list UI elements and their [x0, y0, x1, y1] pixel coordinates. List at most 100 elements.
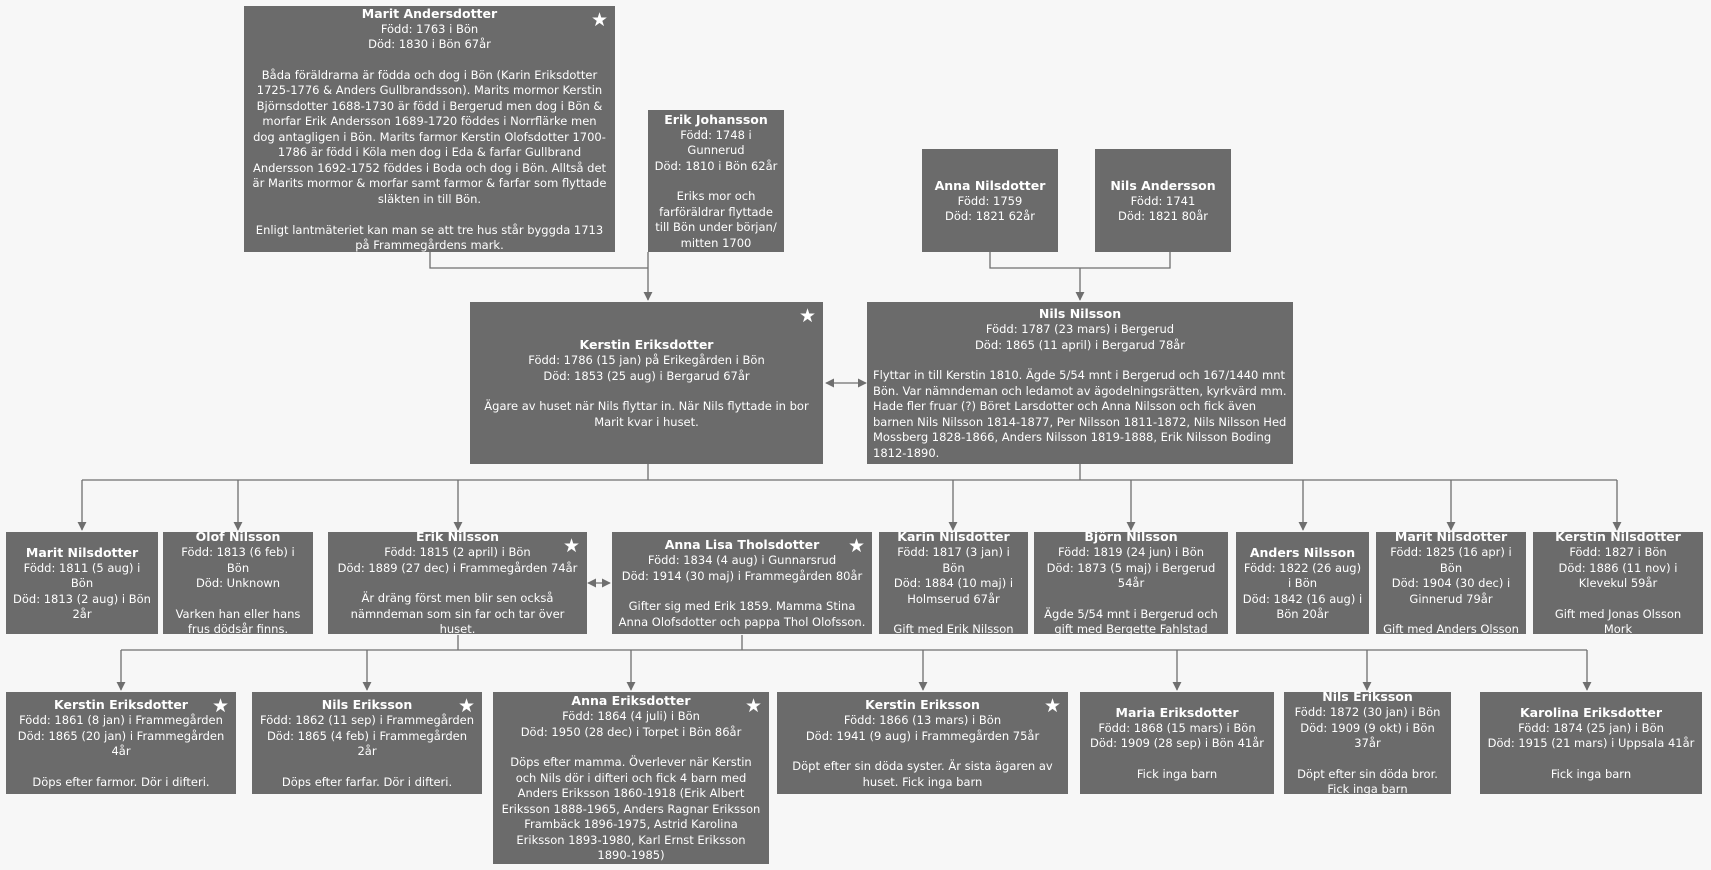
death-info: Död: 1886 (11 nov) i Klevekul 59år — [1558, 560, 1678, 591]
death-info: Död: 1909 (28 sep) i Bön 41år — [1089, 736, 1265, 751]
death-info: Död: 1915 (21 mars) i Uppsala 41år — [1487, 736, 1695, 751]
person-note: Varken han eller hans frus dödsår finns. — [175, 606, 301, 637]
death-info: Död: 1865 (11 april) i Bergarud 78år — [974, 337, 1186, 352]
star-icon: ★ — [562, 535, 580, 557]
person-note: Eriks mor och farföräldrar flyttade till… — [655, 189, 777, 250]
person-name: Kerstin Nilsdotter — [1555, 529, 1681, 545]
birth-info: Född: 1787 (23 mars) i Bergerud — [985, 322, 1175, 336]
person-note: Döpt efter sin döda syster. Är sista äga… — [792, 759, 1053, 789]
person-name: Björn Nilsson — [1084, 529, 1178, 545]
death-info: Död: 1865 (4 feb) i Frammegården 2år — [266, 728, 468, 759]
birth-info: Född: 1748 i Gunnerud — [680, 127, 752, 158]
birth-info: Född: 1825 (16 apr) i Bön — [1390, 545, 1512, 575]
death-info: Död: 1909 (9 okt) i Bön 37år — [1300, 720, 1435, 751]
birth-info: Född: 1861 (8 jan) i Frammegården — [19, 713, 223, 727]
person-card-karolina-eriksdotter[interactable]: Karolina Eriksdotter Född: 1874 (25 jan)… — [1480, 692, 1702, 794]
person-name: Nils Nilsson — [1038, 306, 1122, 321]
person-card-kerstin-eriksdotter-1861[interactable]: ★ Kerstin Eriksdotter Född: 1861 (8 jan)… — [6, 692, 236, 794]
person-card-kerstin-nilsdotter[interactable]: Kerstin Nilsdotter Född: 1827 i Bön Död:… — [1533, 529, 1703, 636]
birth-info: Född: 1815 (2 april) i Bön — [384, 545, 531, 560]
person-card-maria-eriksdotter[interactable]: Maria Eriksdotter Född: 1868 (15 mars) i… — [1080, 692, 1274, 794]
person-name: Karolina Eriksdotter — [1520, 704, 1662, 720]
birth-info: Född: 1819 (24 jun) i Bön — [1057, 545, 1205, 560]
person-card-anna-lisa-tholsdotter[interactable]: ★ Anna Lisa Tholsdotter Född: 1834 (4 au… — [612, 532, 872, 634]
person-card-nils-eriksson-1872[interactable]: Nils Eriksson Född: 1872 (30 jan) i Bön … — [1284, 689, 1451, 796]
person-name: Marit Nilsdotter — [25, 544, 139, 560]
person-name: Erik Johansson — [664, 111, 768, 127]
person-note: Ägare av huset när Nils flyttar in. När … — [484, 399, 809, 429]
person-card-nils-andersson[interactable]: Nils Andersson Född: 1741 Död: 1821 80år — [1095, 149, 1231, 252]
person-note: Gift med Anders Olsson — [1383, 622, 1519, 637]
person-card-marit-nilsdotter-1825[interactable]: Marit Nilsdotter Född: 1825 (16 apr) i B… — [1376, 529, 1526, 636]
person-name: Anna Lisa Tholsdotter — [664, 537, 820, 552]
birth-info: Född: 1872 (30 jan) i Bön — [1294, 705, 1441, 720]
death-info: Död: 1950 (28 dec) i Torpet i Bön 86år — [520, 724, 742, 739]
person-card-erik-johansson[interactable]: Erik Johansson Född: 1748 i Gunnerud Död… — [648, 110, 784, 252]
death-info: Död: 1810 i Bön 62år — [654, 158, 778, 173]
connector-kerstin-parents — [429, 252, 648, 300]
star-icon: ★ — [211, 695, 229, 717]
person-card-marit-andersdotter[interactable]: ★ Marit Andersdotter Född: 1763 i Bön Dö… — [244, 6, 615, 252]
person-name: Anna Nilsdotter — [934, 177, 1046, 193]
person-card-kerstin-eriksson[interactable]: ★ Kerstin Eriksson Född: 1866 (13 mars) … — [777, 692, 1068, 794]
death-info: Död: 1813 (2 aug) i Bön 2år — [13, 591, 151, 622]
person-card-karin-nilsdotter[interactable]: Karin Nilsdotter Född: 1817 (3 jan) i Bö… — [879, 529, 1028, 636]
birth-info: Född: 1868 (15 mars) i Bön — [1098, 720, 1256, 735]
birth-info: Född: 1813 (6 feb) i Bön — [181, 545, 295, 575]
person-note: Döps efter farfar. Dör i difteri. — [281, 774, 453, 789]
person-note: Döpt efter sin döda bror. Fick inga barn — [1297, 766, 1438, 797]
star-icon: ★ — [744, 695, 762, 717]
star-icon: ★ — [798, 305, 816, 327]
person-card-olof-nilsson[interactable]: Olof Nilsson Född: 1813 (6 feb) i Bön Dö… — [163, 529, 313, 636]
person-note: Döps efter mamma. Överlever när Kerstin … — [501, 755, 761, 863]
person-name: Marit Andersdotter — [361, 5, 498, 21]
person-note: Gift med Jonas Olsson Mork — [1554, 606, 1682, 637]
death-info: Död: 1853 (25 aug) i Bergarud 67år — [543, 368, 750, 383]
person-name: Olof Nilsson — [195, 529, 281, 545]
person-name: Marit Nilsdotter — [1394, 529, 1508, 545]
birth-info: Född: 1759 — [957, 193, 1023, 208]
person-note: Fick inga barn — [1136, 766, 1218, 781]
person-card-marit-nilsdotter-1811[interactable]: Marit Nilsdotter Född: 1811 (5 aug) i Bö… — [6, 532, 158, 634]
person-card-bjorn-nilsson[interactable]: Björn Nilsson Född: 1819 (24 jun) i Bön … — [1034, 529, 1228, 636]
person-name: Nils Eriksson — [321, 697, 413, 712]
person-note: Båda föräldrarna är födda och dog i Bön … — [252, 67, 607, 253]
person-card-anders-nilsson[interactable]: Anders Nilsson Född: 1822 (26 aug) i Bön… — [1236, 532, 1369, 634]
star-icon: ★ — [847, 535, 865, 557]
birth-info: Född: 1874 (25 jan) i Bön — [1518, 720, 1664, 735]
person-note: Fick inga barn — [1550, 766, 1632, 781]
person-name: Kerstin Eriksdotter — [54, 697, 188, 712]
person-note: Flyttar in till Kerstin 1810. Ägde 5/54 … — [873, 368, 1287, 460]
birth-info: Född: 1827 i Bön — [1569, 545, 1667, 560]
death-info: Död: 1941 (9 aug) i Frammegården 75år — [805, 728, 1040, 743]
person-name: Karin Nilsdotter — [897, 529, 1010, 545]
person-note: Gifter sig med Erik 1859. Mamma Stina An… — [618, 599, 866, 629]
death-info: Död: 1821 80år — [1117, 209, 1209, 223]
person-card-nils-nilsson-1787[interactable]: Nils Nilsson Född: 1787 (23 mars) i Berg… — [867, 302, 1293, 464]
star-icon: ★ — [457, 695, 475, 717]
person-note: Döps efter farmor. Dör i difteri. — [32, 774, 210, 789]
star-icon: ★ — [590, 9, 608, 31]
death-info: Död: Unknown — [195, 576, 281, 591]
person-name: Maria Eriksdotter — [1115, 704, 1239, 720]
birth-info: Född: 1786 (15 jan) på Erikegården i Bön — [528, 353, 765, 367]
death-info: Död: 1873 (5 maj) i Bergerud 54år — [1046, 560, 1216, 591]
connector-gen4-bar — [121, 635, 1587, 651]
connector-nils-parents — [989, 252, 1171, 300]
person-card-anna-eriksdotter[interactable]: ★ Anna Eriksdotter Född: 1864 (4 juli) i… — [493, 692, 769, 864]
birth-info: Född: 1864 (4 juli) i Bön — [562, 709, 700, 724]
death-info: Död: 1889 (27 dec) i Frammegården 74år — [337, 560, 578, 575]
person-card-erik-nilsson[interactable]: ★ Erik Nilsson Född: 1815 (2 april) i Bö… — [328, 529, 587, 636]
person-name: Anna Eriksdotter — [571, 693, 691, 709]
person-name: Kerstin Eriksson — [865, 697, 980, 712]
birth-info: Född: 1862 (11 sep) i Frammegården — [260, 713, 474, 727]
person-name: Kerstin Eriksdotter — [579, 337, 714, 352]
connector-gen3-bar — [82, 464, 1617, 481]
person-card-anna-nilsdotter[interactable]: Anna Nilsdotter Född: 1759 Död: 1821 62å… — [922, 149, 1058, 252]
person-name: Nils Andersson — [1110, 177, 1216, 193]
person-note: Gift med Erik Nilsson — [893, 622, 1014, 637]
person-card-nils-eriksson-1862[interactable]: ★ Nils Eriksson Född: 1862 (11 sep) i Fr… — [252, 692, 482, 794]
death-info: Död: 1914 (30 maj) i Frammegården 80år — [621, 568, 863, 583]
person-card-kerstin-eriksdotter-1786[interactable]: ★ Kerstin Eriksdotter Född: 1786 (15 jan… — [470, 302, 823, 464]
